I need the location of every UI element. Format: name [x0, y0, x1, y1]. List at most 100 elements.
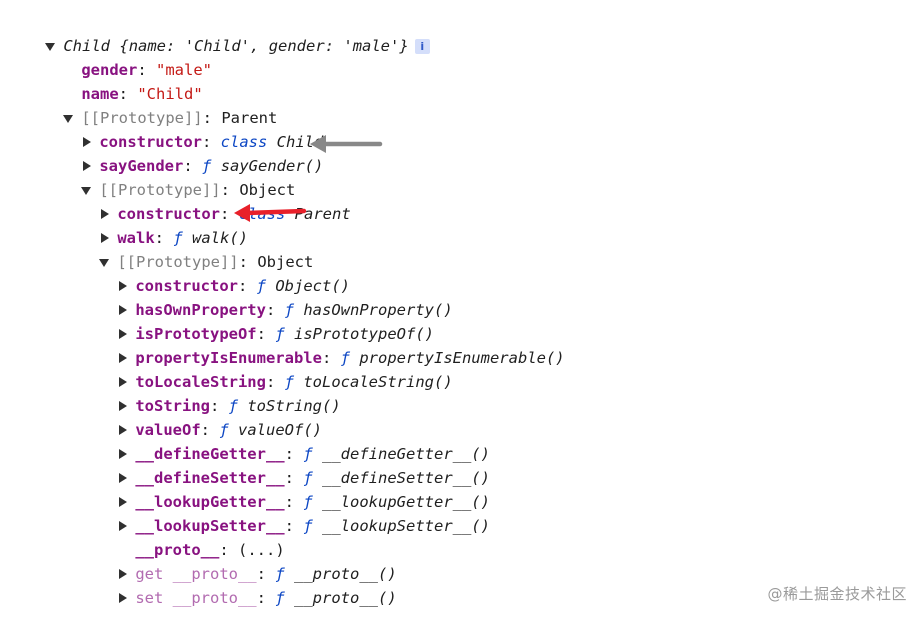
collapse-triangle-icon[interactable] [117, 298, 129, 322]
method-key: hasOwnProperty [135, 301, 266, 319]
object-tree: Child {name: 'Child', gender: 'male'}i g… [0, 10, 915, 607]
collapse-triangle-icon[interactable] [99, 226, 111, 250]
collapse-triangle-icon[interactable] [117, 346, 129, 370]
prop-value-name: "Child" [137, 85, 203, 103]
preview-key-gender: gender [268, 37, 325, 55]
setter-key: set __proto__ [135, 589, 257, 607]
function-icon: ƒ [275, 589, 285, 607]
function-name: __proto__() [294, 589, 397, 607]
red-arrow-annotation [234, 204, 307, 222]
function-icon: ƒ [340, 349, 350, 367]
function-icon: ƒ [303, 517, 313, 535]
tree-row-method[interactable]: hasOwnProperty: ƒ hasOwnProperty() [0, 274, 915, 319]
collapse-triangle-icon[interactable] [81, 130, 93, 154]
tree-row-set-proto[interactable]: set __proto__: ƒ __proto__() [0, 562, 915, 607]
function-icon: ƒ [275, 565, 285, 583]
collapse-triangle-icon[interactable] [117, 322, 129, 346]
tree-row-prototype-parent[interactable]: [[Prototype]]: Parent [0, 82, 915, 127]
function-name: hasOwnProperty() [303, 301, 453, 319]
method-key: __defineGetter__ [135, 445, 285, 463]
function-name: valueOf() [238, 421, 323, 439]
proto-accessor-value[interactable]: (...) [238, 541, 285, 559]
prop-key-constructor: constructor [117, 205, 220, 223]
method-key: __defineSetter__ [135, 469, 285, 487]
collapse-triangle-icon[interactable] [99, 202, 111, 226]
tree-row-prototype-object[interactable]: [[Prototype]]: Object [0, 154, 915, 199]
tree-row-root[interactable]: Child {name: 'Child', gender: 'male'}i [0, 10, 915, 55]
collapse-triangle-icon[interactable] [117, 442, 129, 466]
tree-row-gender[interactable]: gender: "male" [81, 61, 212, 79]
method-key: valueOf [135, 421, 201, 439]
preview-value-name: 'Child' [184, 37, 251, 55]
expand-triangle-icon[interactable] [63, 106, 75, 130]
method-key: constructor [135, 277, 238, 295]
function-name: __proto__() [294, 565, 397, 583]
function-icon: ƒ [256, 277, 266, 295]
class-keyword: class [220, 133, 268, 151]
collapse-triangle-icon[interactable] [117, 466, 129, 490]
prop-key-name: name [81, 85, 119, 103]
expand-triangle-icon[interactable] [45, 34, 57, 58]
function-name: sayGender() [220, 157, 324, 175]
collapse-triangle-icon[interactable] [117, 274, 129, 298]
preview-open-brace: { [119, 37, 129, 55]
info-icon[interactable]: i [414, 39, 430, 54]
prop-key-saygender: sayGender [99, 157, 184, 175]
collapse-triangle-icon[interactable] [117, 586, 129, 610]
tree-row-name[interactable]: name: "Child" [81, 85, 203, 103]
method-key: isPrototypeOf [135, 325, 257, 343]
function-icon: ƒ [228, 397, 238, 415]
collapse-triangle-icon[interactable] [117, 562, 129, 586]
getter-key: get __proto__ [135, 565, 257, 583]
tree-row-method[interactable]: propertyIsEnumerable: ƒ propertyIsEnumer… [0, 322, 915, 367]
tree-row-method[interactable]: toString: ƒ toString() [0, 370, 915, 415]
function-icon: ƒ [284, 301, 294, 319]
preview-separator: , [250, 37, 269, 55]
collapse-triangle-icon[interactable] [117, 370, 129, 394]
method-key: propertyIsEnumerable [135, 349, 322, 367]
tree-row-method[interactable]: __defineGetter__: ƒ __defineGetter__() [0, 418, 915, 463]
tree-row-method[interactable]: __defineSetter__: ƒ __defineSetter__() [0, 442, 915, 487]
function-name: __defineGetter__() [322, 445, 490, 463]
prop-key-constructor: constructor [99, 133, 202, 151]
tree-row-constructor-child[interactable]: constructor: class Child [0, 106, 915, 151]
tree-row-method[interactable]: constructor: ƒ Object() [0, 250, 915, 295]
function-icon: ƒ [219, 421, 229, 439]
collapse-triangle-icon[interactable] [117, 514, 129, 538]
gray-arrow-annotation [310, 135, 383, 153]
function-name: Object() [275, 277, 350, 295]
tree-row-prototype-object-base[interactable]: [[Prototype]]: Object [0, 226, 915, 271]
collapse-triangle-icon[interactable] [117, 490, 129, 514]
prototype-key: [[Prototype]] [81, 109, 203, 127]
tree-row-get-proto[interactable]: get __proto__: ƒ __proto__() [0, 538, 915, 583]
tree-row-walk[interactable]: walk: ƒ walk() [0, 202, 915, 247]
preview-value-gender: 'male' [343, 37, 400, 55]
collapse-triangle-icon[interactable] [117, 394, 129, 418]
prop-value-gender: "male" [156, 61, 212, 79]
function-name: __lookupSetter__() [322, 517, 490, 535]
prototype-key: [[Prototype]] [99, 181, 221, 199]
expand-triangle-icon[interactable] [81, 178, 93, 202]
tree-row-proto-accessor[interactable]: __proto__: (...) [135, 541, 285, 559]
expand-triangle-icon[interactable] [99, 250, 111, 274]
function-name: propertyIsEnumerable() [359, 349, 565, 367]
prototype-value: Parent [221, 109, 278, 127]
tree-row-method[interactable]: isPrototypeOf: ƒ isPrototypeOf() [0, 298, 915, 343]
tree-row-saygender[interactable]: sayGender: ƒ sayGender() [0, 130, 915, 175]
tree-row-method[interactable]: valueOf: ƒ valueOf() [0, 394, 915, 439]
function-icon: ƒ [275, 325, 285, 343]
method-key: __lookupSetter__ [135, 517, 285, 535]
tree-row-method[interactable]: __lookupSetter__: ƒ __lookupSetter__() [0, 490, 915, 535]
root-class-name: Child [63, 37, 110, 55]
collapse-triangle-icon[interactable] [81, 154, 93, 178]
prototype-value: Object [239, 181, 296, 199]
collapse-triangle-icon[interactable] [117, 418, 129, 442]
proto-accessor-key: __proto__ [135, 541, 220, 559]
tree-row-method[interactable]: toLocaleString: ƒ toLocaleString() [0, 346, 915, 391]
prototype-value: Object [257, 253, 314, 271]
function-icon: ƒ [284, 373, 294, 391]
method-key: toString [135, 397, 210, 415]
tree-row-constructor-parent[interactable]: constructor: class Parent [0, 178, 915, 223]
function-icon: ƒ [303, 469, 313, 487]
tree-row-method[interactable]: __lookupGetter__: ƒ __lookupGetter__() [0, 466, 915, 511]
